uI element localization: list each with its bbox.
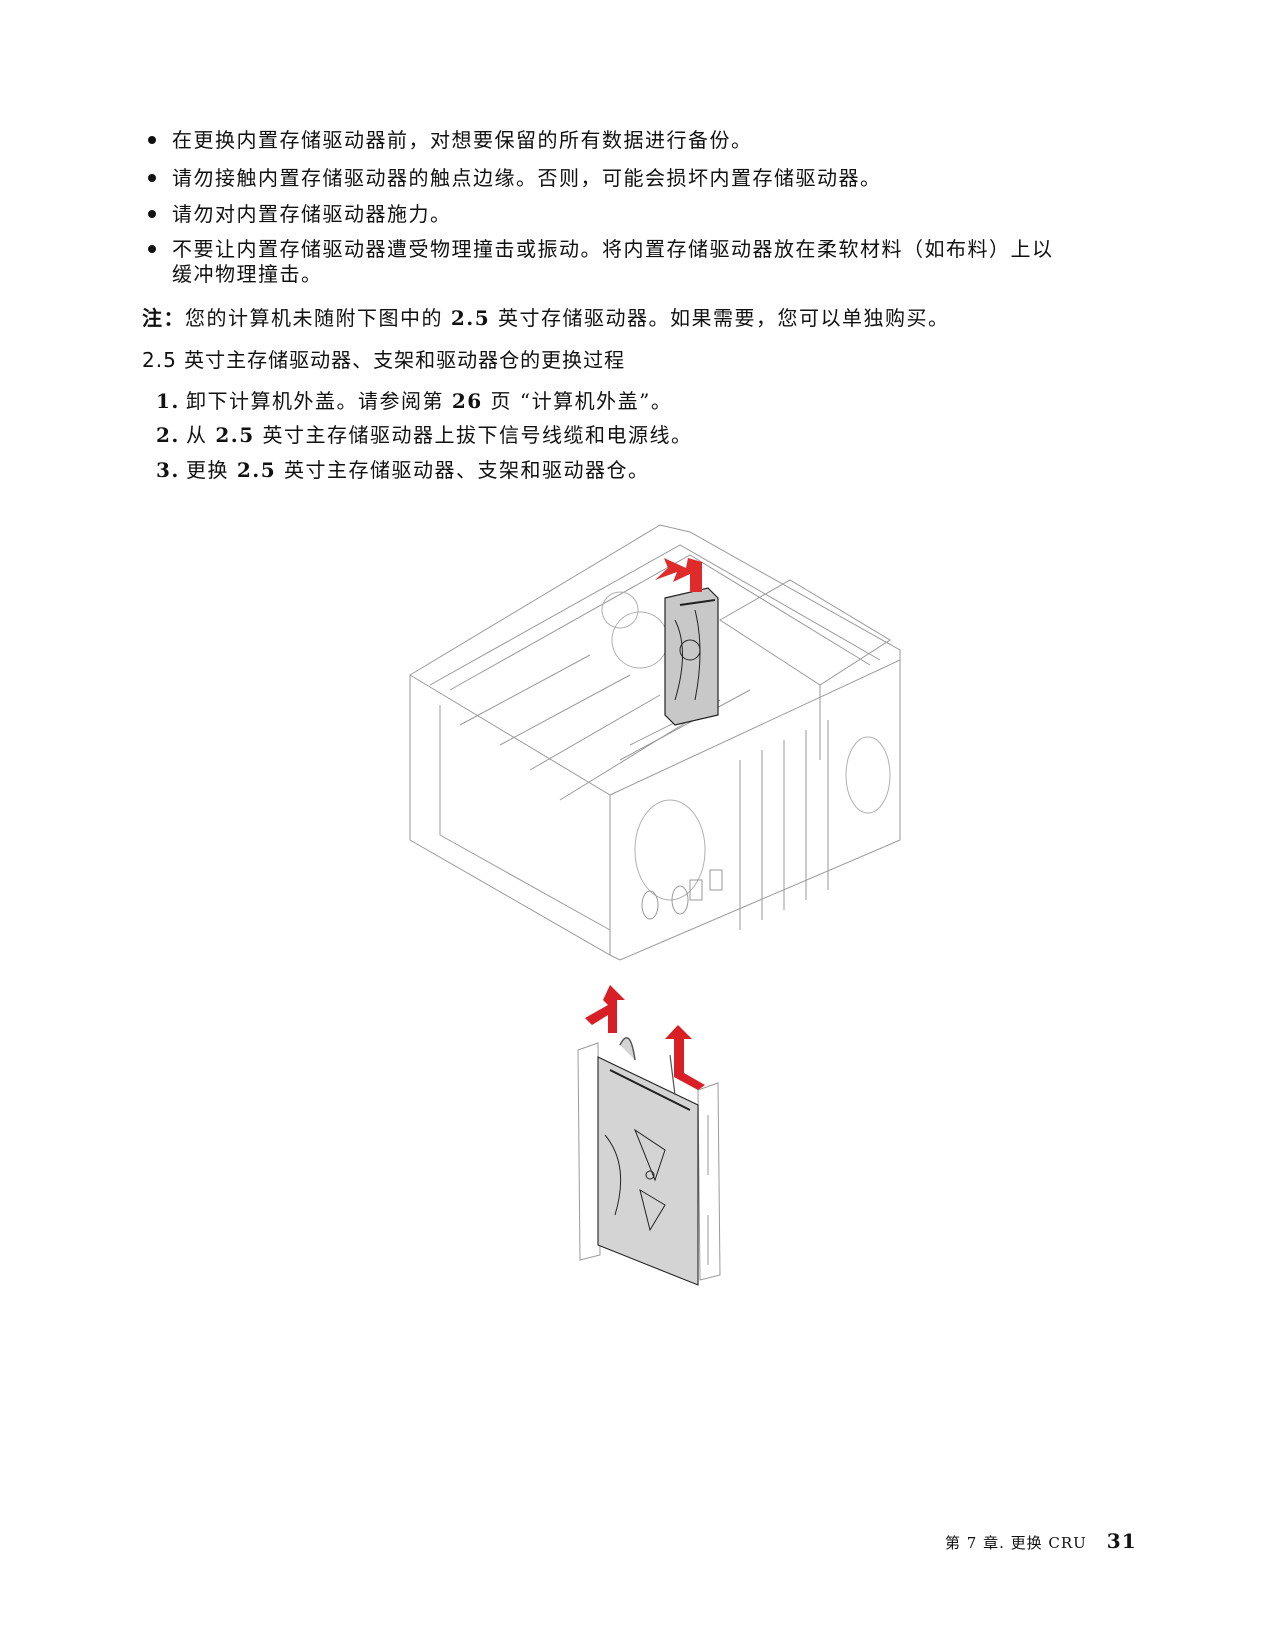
note-text: 您的计算机未随附下图中的 — [185, 306, 451, 330]
step-text: 更换 — [186, 458, 237, 482]
size-value: 2.5 — [215, 423, 255, 447]
bullet-item: 请勿接触内置存储驱动器的触点边缘。否则，可能会损坏内置存储驱动器。 — [172, 166, 882, 190]
step-text: 从 — [186, 423, 216, 447]
step-item: 3.更换 2.5 英寸主存储驱动器、支架和驱动器仓。 — [156, 458, 650, 482]
bullet-icon — [148, 174, 156, 182]
page-footer: 第 7 章. 更换 CRU 31 — [945, 1529, 1137, 1553]
step-text-end: 页 “计算机外盖”。 — [482, 389, 673, 413]
step-item: 1.卸下计算机外盖。请参阅第 26 页 “计算机外盖”。 — [156, 389, 672, 413]
step-number: 1. — [156, 389, 180, 413]
bullet-item-continuation: 缓冲物理撞击。 — [172, 262, 323, 286]
page-ref: 26 — [451, 389, 483, 413]
bullet-icon — [148, 245, 156, 253]
step-text-end: 英寸主存储驱动器、支架和驱动器仓。 — [276, 458, 650, 482]
step-text: 卸下计算机外盖。请参阅第 — [186, 389, 452, 413]
bullet-item: 在更换内置存储驱动器前，对想要保留的所有数据进行备份。 — [172, 128, 753, 152]
drive-bracket-illustration — [577, 985, 721, 1286]
chassis-illustration — [409, 524, 901, 961]
page-number: 31 — [1106, 1529, 1137, 1553]
step-text-end: 英寸主存储驱动器上拔下信号线缆和电源线。 — [254, 423, 693, 447]
note-size: 2.5 — [450, 306, 491, 330]
note: 注：您的计算机未随附下图中的 2.5 英寸存储驱动器。如果需要，您可以单独购买。 — [142, 306, 950, 330]
size-value: 2.5 — [236, 458, 277, 482]
step-number: 2. — [156, 423, 180, 447]
bullet-icon — [148, 136, 156, 144]
step-number: 3. — [156, 458, 180, 482]
bullet-icon — [148, 210, 156, 218]
step-item: 2.从 2.5 英寸主存储驱动器上拔下信号线缆和电源线。 — [156, 423, 693, 447]
chapter-label: 第 7 章. 更换 CRU — [945, 1534, 1087, 1552]
section-heading: 2.5 英寸主存储驱动器、支架和驱动器仓的更换过程 — [142, 348, 626, 372]
note-text-end: 英寸存储驱动器。如果需要，您可以单独购买。 — [490, 306, 950, 330]
bullet-item: 请勿对内置存储驱动器施力。 — [172, 202, 452, 226]
note-label: 注： — [142, 306, 185, 330]
bullet-item: 不要让内置存储驱动器遭受物理撞击或振动。将内置存储驱动器放在柔软材料（如布料）上… — [172, 237, 1054, 261]
